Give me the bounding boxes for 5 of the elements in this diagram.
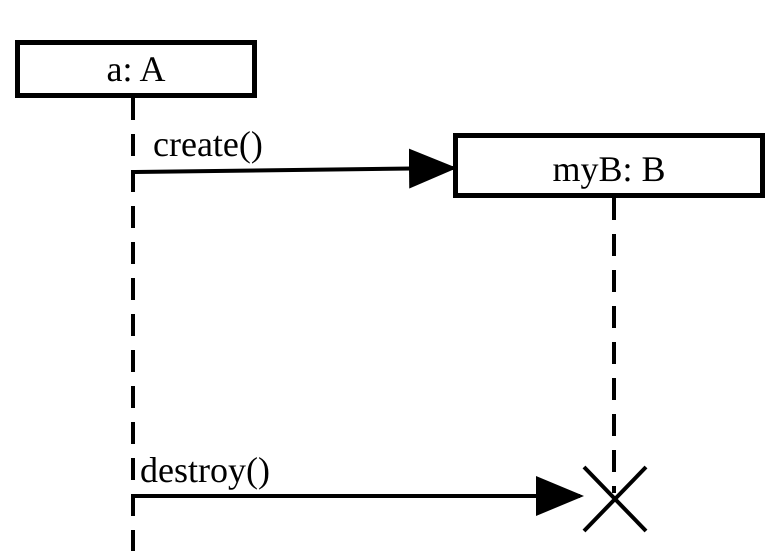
object-box: a: A — [15, 40, 257, 98]
object-box: myB: B — [453, 133, 765, 198]
lifeline — [612, 198, 616, 493]
destruction-mark — [580, 463, 650, 535]
message-arrow — [135, 476, 584, 516]
